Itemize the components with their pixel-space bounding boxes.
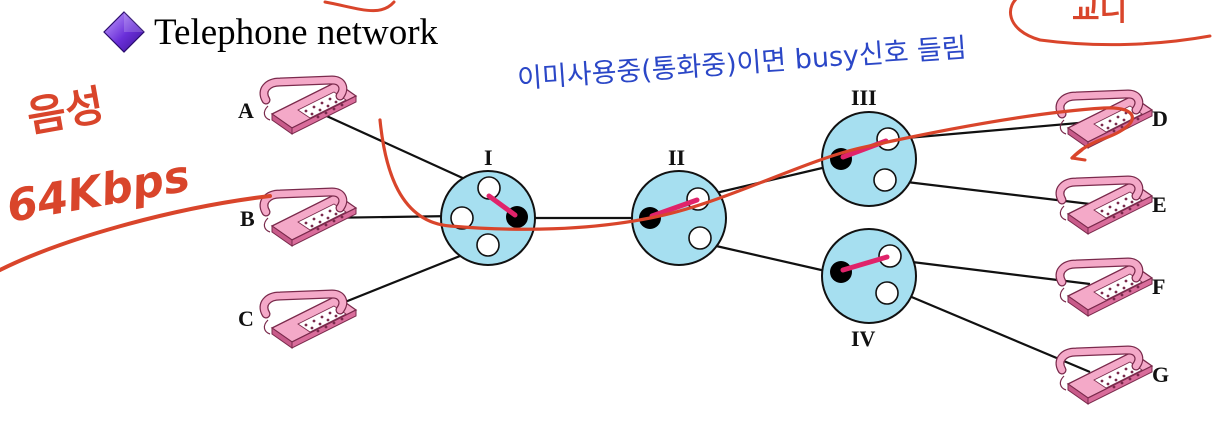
telephone-g: G <box>1060 350 1169 404</box>
telephone-c: C <box>238 294 356 348</box>
switch-iv-label: IV <box>851 326 876 351</box>
busy-signal-annotation: 이미사용중(통화중)이면 busy신호 들림 <box>516 33 967 95</box>
switch-ii: II <box>631 145 727 266</box>
link-ii-to-iv <box>702 241 831 274</box>
telephone-f: F <box>1060 262 1165 316</box>
switch-iv: IV <box>821 228 917 351</box>
telephone-e: E <box>1060 180 1167 234</box>
telephone-d-label: D <box>1152 106 1168 131</box>
switch-i-label: I <box>484 145 493 170</box>
link-iii-to-e <box>889 178 1091 206</box>
red-underline-left <box>0 194 272 272</box>
voice-annotation: 음성 <box>23 80 108 142</box>
telephone-b-label: B <box>240 206 255 231</box>
telephone-c-label: C <box>238 306 254 331</box>
red-bubble-bottom-top-right <box>1038 34 1212 47</box>
diamond-bullet-icon <box>103 11 145 53</box>
switch-i: I <box>440 145 536 266</box>
telephone-e-label: E <box>1152 192 1167 217</box>
telephone-e-icon <box>1060 180 1152 234</box>
slide-title-row: Telephone network <box>102 8 438 56</box>
telephone-c-icon <box>264 294 356 348</box>
red-traced-call-path <box>378 106 1134 231</box>
telephone-f-label: F <box>1152 274 1165 299</box>
telephone-a-label: A <box>238 98 254 123</box>
link-iii-to-d <box>894 120 1091 141</box>
telephone-d-icon <box>1060 94 1152 148</box>
red-bubble-top-right <box>1009 0 1042 42</box>
telephone-b: B <box>240 192 356 246</box>
telephone-g-icon <box>1060 350 1152 404</box>
switch-ii-label: II <box>668 145 685 170</box>
telephone-d: D <box>1060 94 1168 148</box>
telephone-a-icon <box>264 80 356 134</box>
switch-iii-label: III <box>851 85 877 110</box>
link-a-to-switch-i <box>319 111 468 182</box>
red-arrowhead <box>1070 148 1087 162</box>
telephone-b-icon <box>264 192 356 246</box>
telephone-f-icon <box>1060 262 1152 316</box>
switch-iii: III <box>821 85 917 207</box>
red-curve-top-left <box>323 0 396 13</box>
telephone-a: A <box>238 80 356 134</box>
top-right-handwriting: 교니 <box>1072 0 1127 28</box>
rate-annotation: 64Kbps <box>3 151 194 233</box>
telephone-g-label: G <box>1152 362 1169 387</box>
slide-title: Telephone network <box>154 11 439 53</box>
